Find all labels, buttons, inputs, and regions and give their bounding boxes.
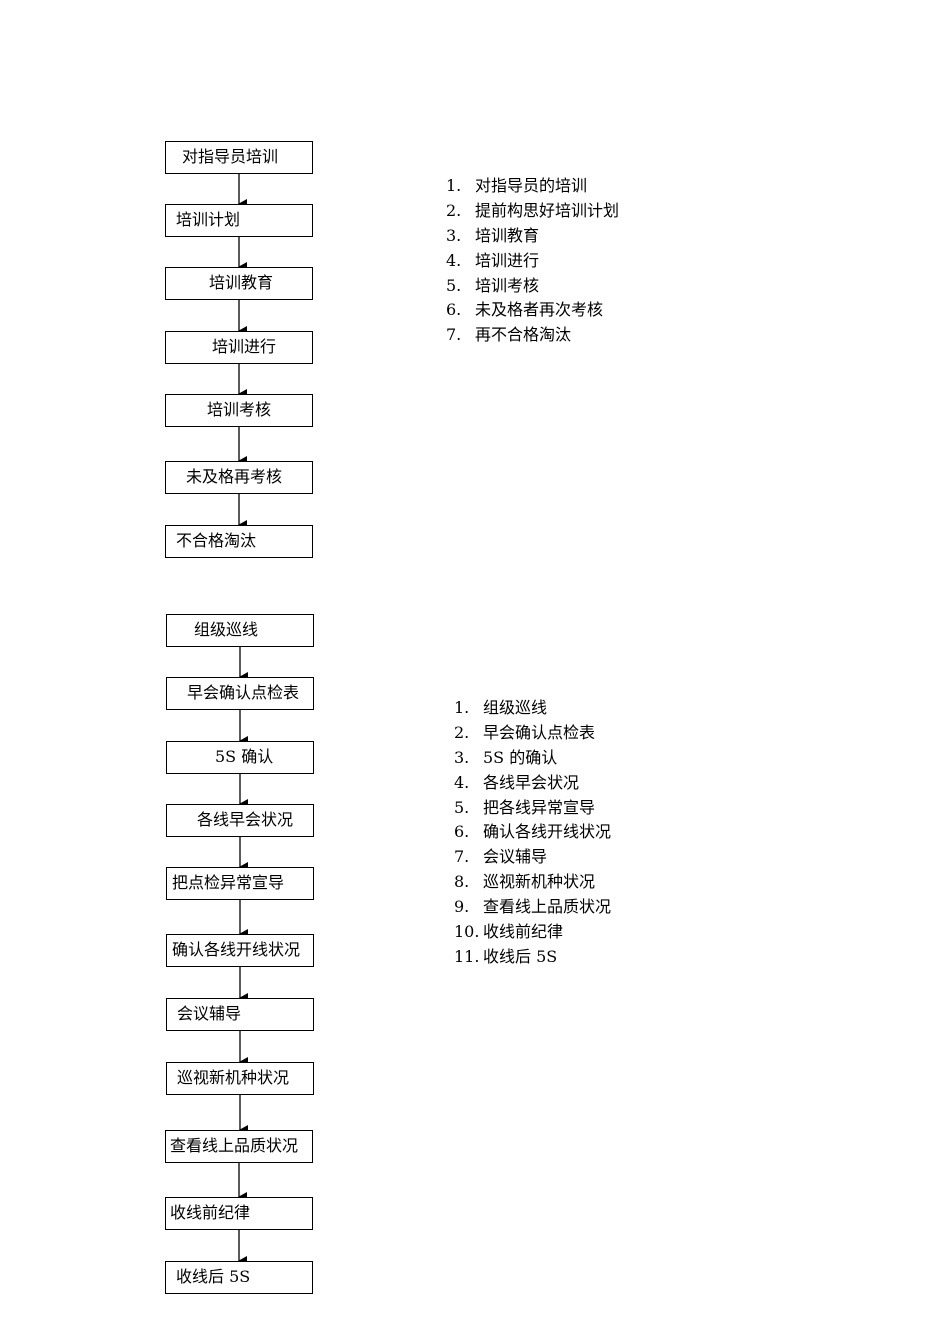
list-item: 5.把各线异常宣导 <box>454 797 596 817</box>
list-item: 10.收线前纪律 <box>454 922 564 942</box>
list-item: 2.早会确认点检表 <box>454 722 596 742</box>
flow-step-box: 培训教育 <box>165 267 313 300</box>
list-item: 9.查看线上品质状况 <box>454 897 612 917</box>
list-item: 5.培训考核 <box>446 275 540 295</box>
list-item: 1.对指导员的培训 <box>446 176 588 195</box>
flow-step-box: 收线后 5S <box>165 1261 313 1294</box>
list-item: 7.再不合格淘汰 <box>446 325 572 345</box>
flow-step-box: 培训计划 <box>165 204 313 237</box>
list-item: 8.巡视新机种状况 <box>454 872 596 892</box>
flow-step-box: 培训考核 <box>165 394 313 427</box>
list-item: 6.确认各线开线状况 <box>454 822 612 842</box>
list-training: 1.对指导员的培训 2.提前构思好培训计划 3.培训教育 4.培训进行 5.培训… <box>446 174 619 348</box>
list-item: 11.收线后 5S <box>454 946 558 966</box>
flow-step-box: 早会确认点检表 <box>166 677 314 710</box>
flow-step-box: 会议辅导 <box>166 998 314 1031</box>
flow-step-box: 确认各线开线状况 <box>166 934 314 967</box>
flow-step-box: 把点检异常宣导 <box>166 867 314 900</box>
flow-step-box: 各线早会状况 <box>166 804 314 837</box>
list-item: 1.组级巡线 <box>454 698 548 717</box>
list-item: 6.未及格者再次考核 <box>446 300 604 320</box>
flow-patrol-arrows <box>238 647 248 1266</box>
list-item: 2.提前构思好培训计划 <box>446 200 620 220</box>
list-patrol: 1.组级巡线 2.早会确认点检表 3.5S 的确认 4.各线早会状况 5.把各线… <box>454 696 611 970</box>
list-item: 7.会议辅导 <box>454 847 548 867</box>
flow-step-box: 对指导员培训 <box>165 141 313 174</box>
list-item: 4.各线早会状况 <box>454 772 580 792</box>
list-item: 3.培训教育 <box>446 225 540 245</box>
flow-step-box: 5S 确认 <box>166 741 314 774</box>
flow-step-box: 培训进行 <box>165 331 313 364</box>
flow-step-box: 收线前纪律 <box>165 1197 313 1230</box>
flow-step-box: 组级巡线 <box>166 614 314 647</box>
flow-step-box: 未及格再考核 <box>165 461 313 494</box>
flow-step-box: 不合格淘汰 <box>165 525 313 558</box>
list-item: 3.5S 的确认 <box>454 747 558 767</box>
flow-step-box: 巡视新机种状况 <box>166 1062 314 1095</box>
flow-step-box: 查看线上品质状况 <box>165 1130 313 1163</box>
list-item: 4.培训进行 <box>446 250 540 270</box>
